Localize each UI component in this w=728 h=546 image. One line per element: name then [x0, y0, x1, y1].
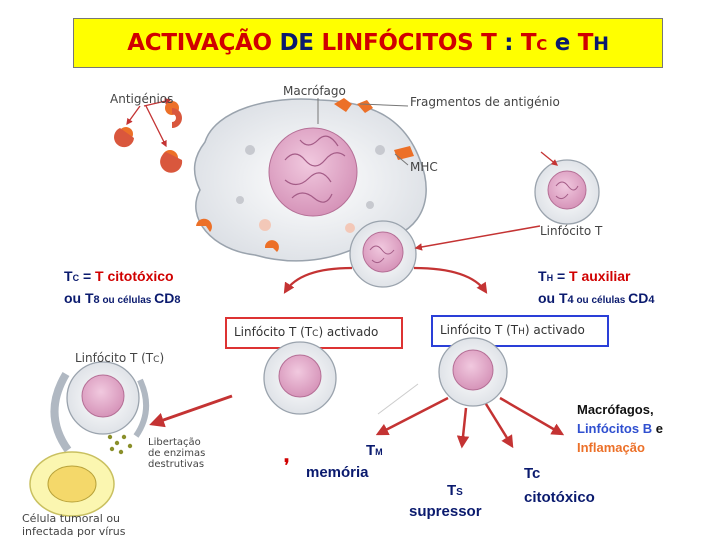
fragments-label: Fragmentos de antigénio [410, 95, 560, 109]
th-activated-label: Linfócito T (TH) activado [440, 323, 585, 337]
title-th: TH [577, 30, 609, 56]
tc-activated-label: Linfócito T (TC) activado [234, 325, 379, 339]
arrow-to-macrophages [499, 396, 565, 436]
title-banner: ACTIVAÇÃO DE LINFÓCITOS T : TC e TH [73, 18, 663, 68]
fragments-pointer [359, 103, 409, 107]
title-word-de: DE [279, 30, 315, 56]
tc-activated-box [225, 317, 403, 349]
macrophage-label: Macrófago [283, 84, 346, 98]
title-word-activacao: ACTIVAÇÃO [127, 30, 272, 56]
lymphocyte-tc-left [50, 361, 149, 453]
ts-word: supressor [409, 503, 482, 520]
curl-mark: ❜ [284, 456, 290, 475]
th-activated-cell [438, 337, 508, 407]
enzyme-dots [107, 434, 133, 455]
title-colon: : [504, 30, 514, 56]
tumor-cell [29, 451, 115, 517]
tc-definition: TC = T citotóxico ou T8 ou células CD8 [64, 268, 181, 306]
th-definition: TH = T auxiliar ou T4 ou células CD4 [538, 268, 655, 306]
arrow-tc-to-cytotoxic [149, 394, 233, 428]
tm-label: TM [366, 442, 383, 459]
title-e: e [554, 30, 571, 56]
ts-label: TS [447, 482, 463, 499]
title-tc: TC [520, 30, 547, 56]
arrow-to-tc [484, 403, 514, 449]
macrophage-outcome-label: Macrófagos, Linfócitos B e Inflamação [577, 402, 663, 455]
arrow-to-tc [283, 266, 353, 294]
title-word-linfocitos: LINFÓCITOS T [321, 30, 497, 56]
mhc-pointer [394, 153, 409, 166]
arrow-to-th [413, 266, 488, 294]
lymphocyte-right [534, 151, 600, 225]
antigens-label: Antigénios [110, 92, 174, 106]
lymphocyte-t-label: Linfócito T [540, 224, 603, 238]
mhc-label: MHC [410, 160, 438, 174]
lymphocyte-center [349, 220, 417, 288]
faint-line [377, 383, 419, 415]
arrow-to-tm [375, 396, 449, 436]
antigens-group [114, 98, 183, 173]
tm-word: memória [306, 464, 369, 481]
arrow-to-ts [456, 407, 470, 449]
lymphocyte-tc-small-label: Linfócito T (TC) [75, 351, 165, 365]
tc-activated-cell [263, 341, 337, 415]
